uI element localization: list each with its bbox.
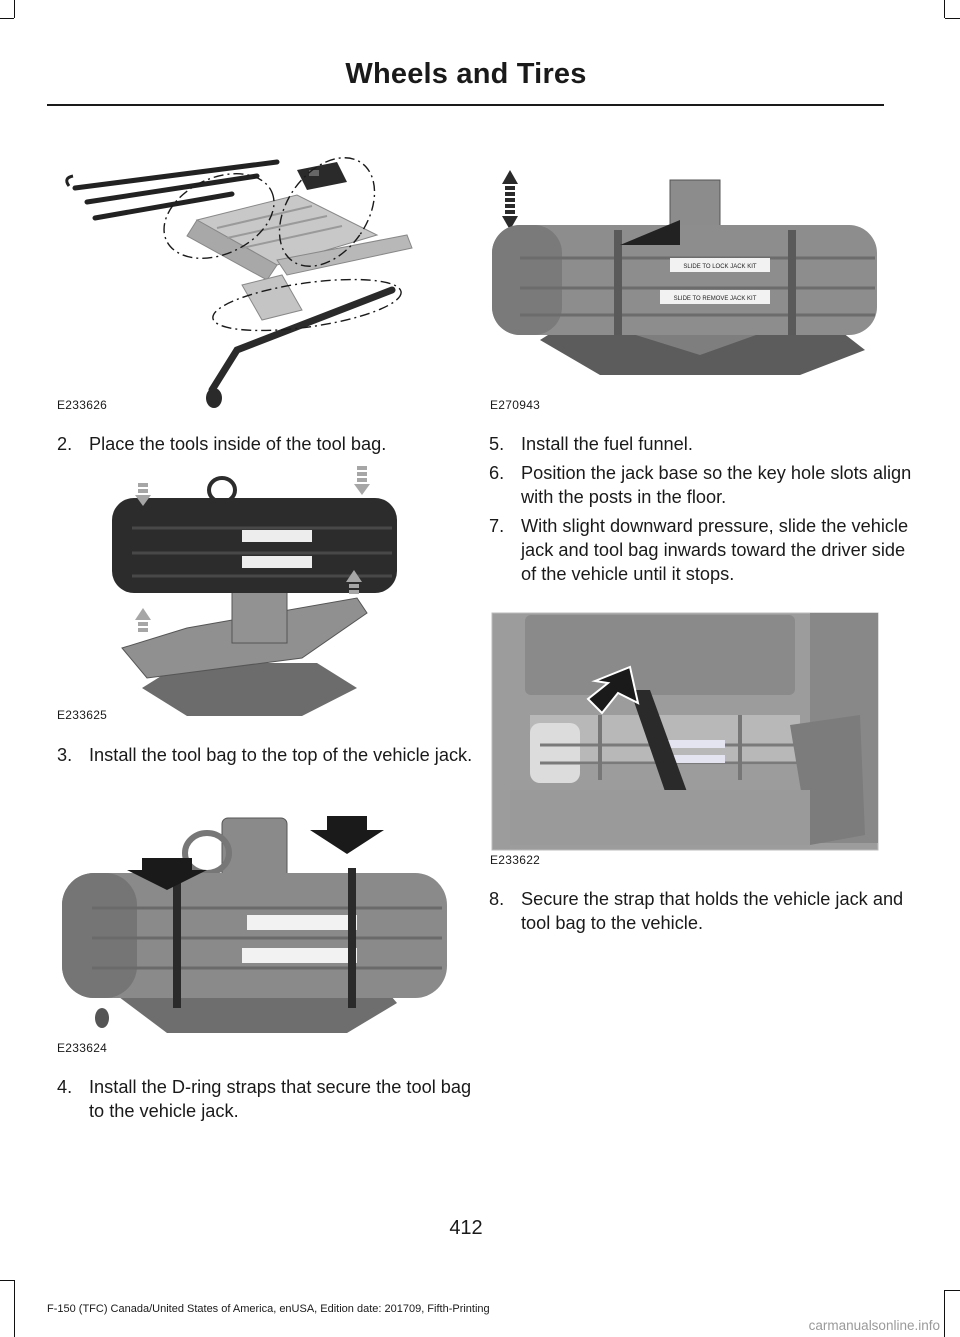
jack-strapped-illustration: SLIDE TO LOCK JACK KIT SLIDE TO REMOVE J… <box>492 170 877 375</box>
figure-code: E233622 <box>490 853 541 867</box>
step-6: 6. Position the jack base so the key hole… <box>489 461 921 509</box>
step-number: 4. <box>57 1077 73 1097</box>
footer-edition: F-150 (TFC) Canada/United States of Amer… <box>47 1303 490 1315</box>
step-text: Position the jack base so the key hole s… <box>521 463 912 507</box>
crop-mark <box>944 0 945 18</box>
page-title: Wheels and Tires <box>345 58 587 90</box>
bag-label-remove: SLIDE TO REMOVE JACK KIT <box>674 296 757 302</box>
step-7: 7. With slight downward pressure, slide t… <box>489 514 921 586</box>
crop-mark <box>14 1280 15 1337</box>
step-5: 5. Install the fuel funnel. <box>489 432 921 456</box>
step-number: 6. <box>489 463 505 483</box>
step-number: 7. <box>489 516 505 536</box>
figure-code: E233626 <box>57 398 108 412</box>
step-text: With slight downward pressure, slide the… <box>521 516 909 584</box>
step-8: 8. Secure the strap that holds the vehicl… <box>489 887 921 935</box>
figure-tools-in-bag: E233625 <box>47 458 412 730</box>
crop-mark <box>14 0 15 18</box>
figure-bag-on-jack: E233624 <box>47 808 457 1063</box>
figure-code: E270943 <box>490 398 541 412</box>
step-4: 4. Install the D-ring straps that secure … <box>57 1075 489 1123</box>
page-number: 412 <box>449 1217 483 1239</box>
crop-mark <box>0 1280 14 1281</box>
strap-in-vehicle-illustration <box>491 612 879 851</box>
step-2: 2. Place the tools inside of the tool bag… <box>57 432 489 456</box>
step-text: Install the fuel funnel. <box>521 434 693 454</box>
figure-strap-in-vehicle: E233622 <box>480 605 885 875</box>
bag-label-lock: SLIDE TO LOCK JACK KIT <box>683 264 756 270</box>
watermark: carmanualsonline.info <box>808 1318 940 1333</box>
figure-code: E233625 <box>57 708 108 722</box>
crop-mark <box>944 1290 945 1337</box>
step-text: Install the tool bag to the top of the v… <box>89 745 473 765</box>
step-3: 3. Install the tool bag to the top of the… <box>57 743 489 767</box>
step-number: 5. <box>489 434 505 454</box>
figure-code: E233624 <box>57 1041 108 1055</box>
step-text: Secure the strap that holds the vehicle … <box>521 889 904 933</box>
step-number: 3. <box>57 745 73 765</box>
figure-jack-strapped: SLIDE TO LOCK JACK KIT SLIDE TO REMOVE J… <box>480 140 885 420</box>
crop-mark <box>945 18 960 19</box>
figure-tools-exploded: E233626 <box>47 140 457 420</box>
header-rule <box>47 104 884 106</box>
tools-in-bag-illustration <box>112 466 397 716</box>
crop-mark <box>0 18 14 19</box>
step-text: Install the D-ring straps that secure th… <box>89 1077 472 1121</box>
step-number: 2. <box>57 434 73 454</box>
step-text: Place the tools inside of the tool bag. <box>89 434 387 454</box>
bag-on-jack-illustration <box>62 816 447 1033</box>
tools-exploded-illustration <box>65 157 413 408</box>
crop-mark <box>945 1290 960 1291</box>
step-number: 8. <box>489 889 505 909</box>
